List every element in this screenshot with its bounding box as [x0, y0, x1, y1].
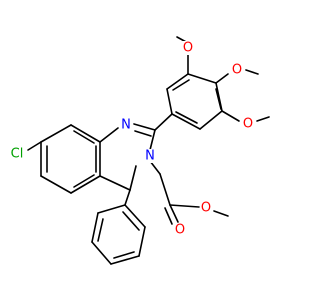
phenyl-ring: [91, 189, 146, 265]
benzo-ring: [40, 124, 101, 194]
atom-n3-label: N: [145, 149, 155, 164]
atom-n1-label: N: [121, 118, 131, 133]
atom-o-ester-label: O: [201, 201, 211, 216]
atom-o-methoxy-top-label: O: [183, 41, 193, 56]
atom-o-carbonyl: O: [174, 223, 186, 238]
atom-o-methoxy-bottom: O: [242, 117, 254, 132]
atom-n3: N: [144, 149, 156, 164]
atom-cl: Cl: [7, 147, 25, 162]
atom-n1: N: [120, 118, 132, 133]
molecule-structure: N N Cl O O O O O: [7, 36, 270, 265]
structure-canvas: N N Cl O O O O O: [7, 36, 270, 265]
atom-o-carbonyl-label: O: [175, 223, 185, 238]
dihydroquinazoline-ring: [99, 123, 156, 191]
acetate-side-chain: [149, 160, 229, 225]
atom-o-methoxy-middle-label: O: [232, 63, 242, 78]
atom-o-methoxy-top: O: [182, 41, 194, 56]
trimethoxyphenyl-ring: [154, 36, 270, 131]
atom-o-ester: O: [200, 201, 212, 216]
atom-o-methoxy-middle: O: [231, 63, 243, 78]
chloro-bond: [27, 141, 42, 151]
atom-o-methoxy-bottom-label: O: [243, 117, 253, 132]
atom-labels: N N Cl O O O O O: [7, 41, 254, 238]
atom-cl-label: Cl: [11, 147, 24, 162]
